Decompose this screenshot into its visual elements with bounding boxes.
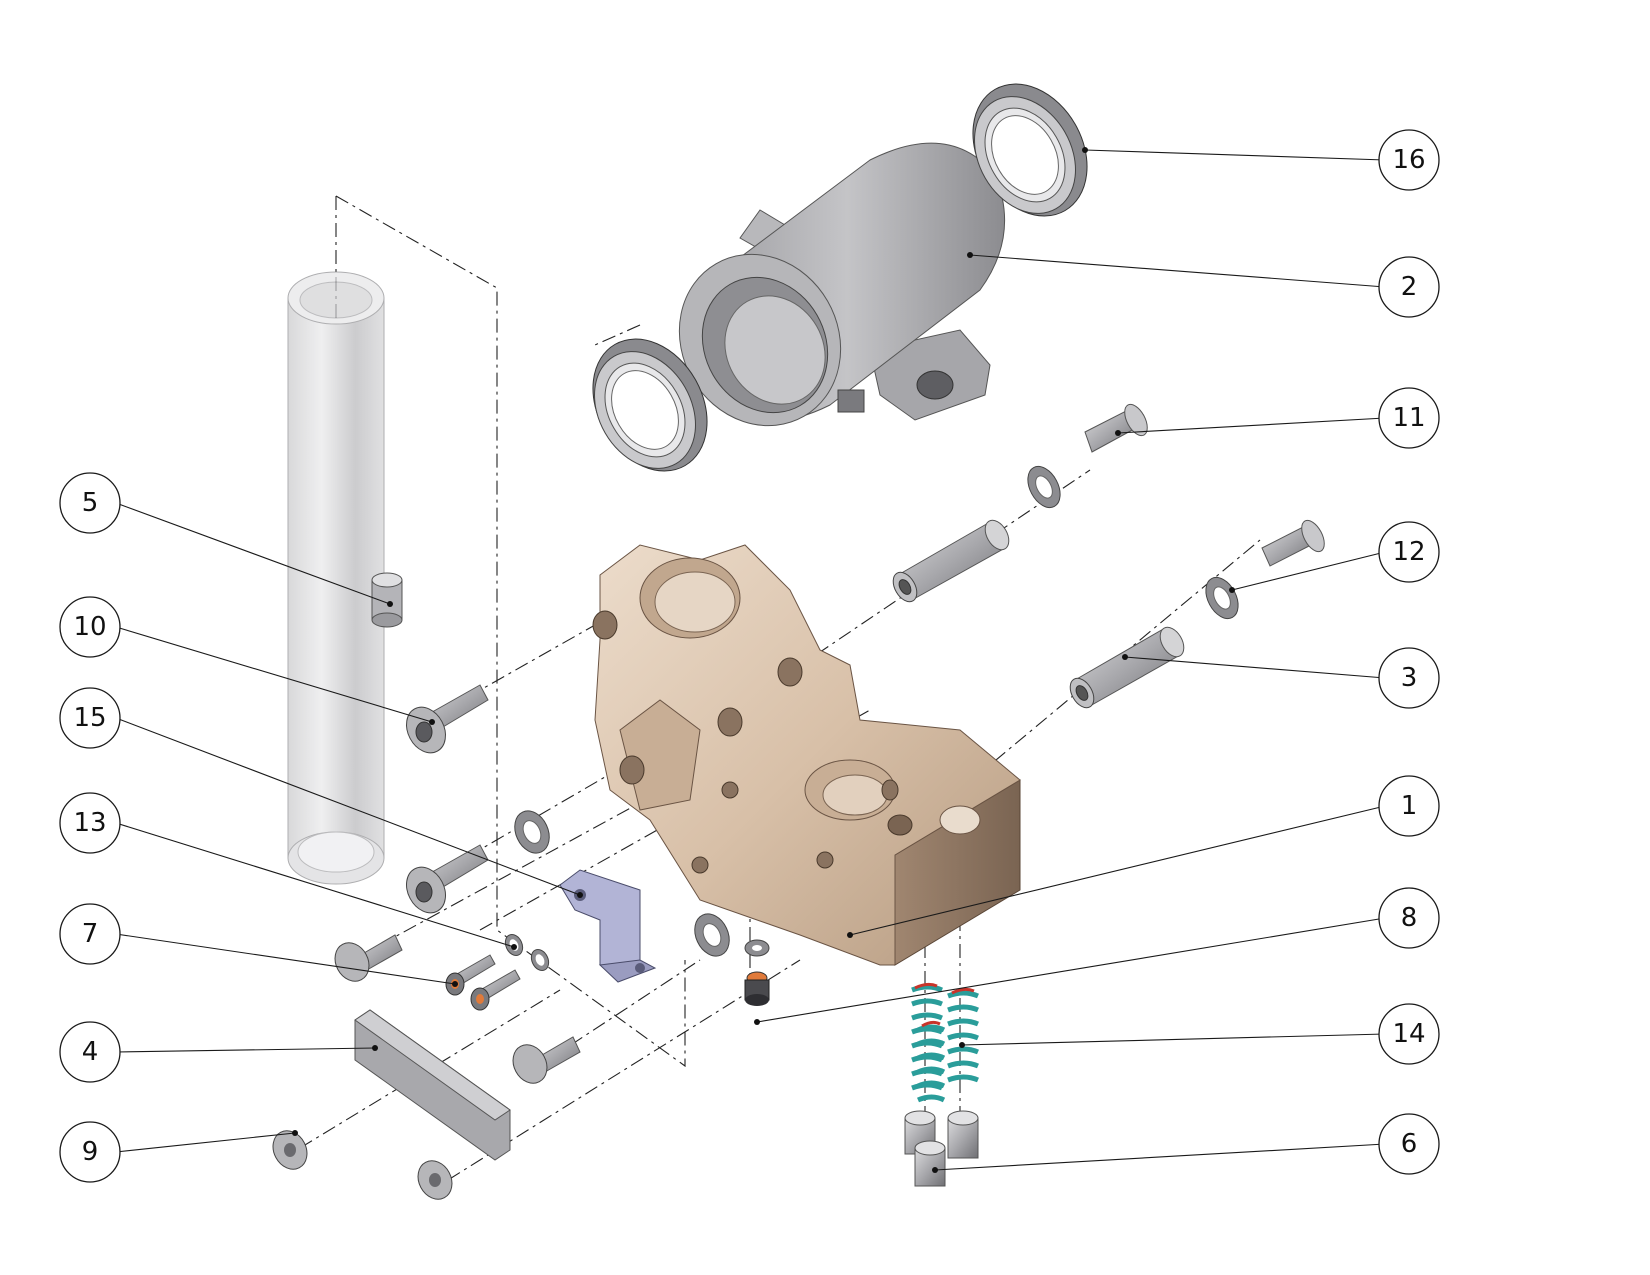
balloon-9: 9 [59,1121,121,1183]
balloon-label: 10 [73,612,106,642]
balloon-14: 14 [1378,1003,1440,1065]
balloon-label: 1 [1401,791,1418,821]
small-screw-part-7-b [470,969,521,1011]
balloon-label: 13 [73,808,106,838]
bearing-housing-part [678,142,1006,427]
bearing-part-16-top [972,83,1088,217]
slug-part-6-b [947,1110,979,1159]
small-washer-part-13-b [530,948,550,972]
balloon-4: 4 [59,1021,121,1083]
washer-part-8 [744,939,770,957]
spring-part-14-c [947,987,979,1083]
transparent-tube-part [287,271,385,885]
balloon-label: 14 [1392,1019,1425,1049]
bracket-part-15 [559,869,657,983]
spring-part-14-b [917,1020,946,1103]
balloon-label: 3 [1401,663,1418,693]
balloon-label: 12 [1392,537,1425,567]
washer-left-upper [514,810,550,854]
washer-part-12 [1205,576,1239,620]
balloon-6: 6 [1378,1113,1440,1175]
balloon-label: 15 [73,703,106,733]
balloon-5: 5 [59,472,121,534]
spacer-upper [892,519,1010,603]
balloon-label: 7 [82,919,99,949]
set-screw-part-8 [744,971,770,1006]
cap-screw-part-10-upper [406,684,489,754]
balloon-7: 7 [59,903,121,965]
bearing-part-16-bottom [592,338,708,472]
pin-part-5 [371,572,403,628]
balloon-label: 2 [1401,272,1418,302]
washer-left-lower [694,913,730,957]
slug-part-6-c [914,1140,946,1187]
balloon-label: 4 [82,1037,99,1067]
balloon-label: 8 [1401,903,1418,933]
button-screw-left [334,934,403,982]
balloon-label: 6 [1401,1129,1418,1159]
balloon-13: 13 [59,792,121,854]
balloon-label: 16 [1392,145,1425,175]
spacer-part-3 [1069,626,1185,709]
washer-part-11 [1027,465,1061,509]
screw-part-12 [1261,519,1325,567]
cover-plate-part-4 [354,1009,511,1161]
balloon-3: 3 [1378,647,1440,709]
balloon-11: 11 [1378,387,1440,449]
balloon-8: 8 [1378,887,1440,949]
spring-part-14-a [911,982,943,1091]
button-screw-middle [512,1036,581,1084]
balloon-2: 2 [1378,256,1440,318]
cap-screw-part-10-lower [406,844,489,914]
balloon-label: 11 [1392,403,1425,433]
button-screw-part-9-a [272,1130,308,1170]
leader-lines [115,147,1386,1173]
balloon-16: 16 [1378,129,1440,191]
balloon-label: 5 [82,488,99,518]
balloon-1: 1 [1378,775,1440,837]
screw-part-11 [1084,403,1148,453]
button-screw-part-9-b [417,1160,453,1200]
balloon-12: 12 [1378,521,1440,583]
main-body-part [592,544,1021,966]
balloon-10: 10 [59,596,121,658]
balloon-15: 15 [59,687,121,749]
balloon-label: 9 [82,1137,99,1167]
